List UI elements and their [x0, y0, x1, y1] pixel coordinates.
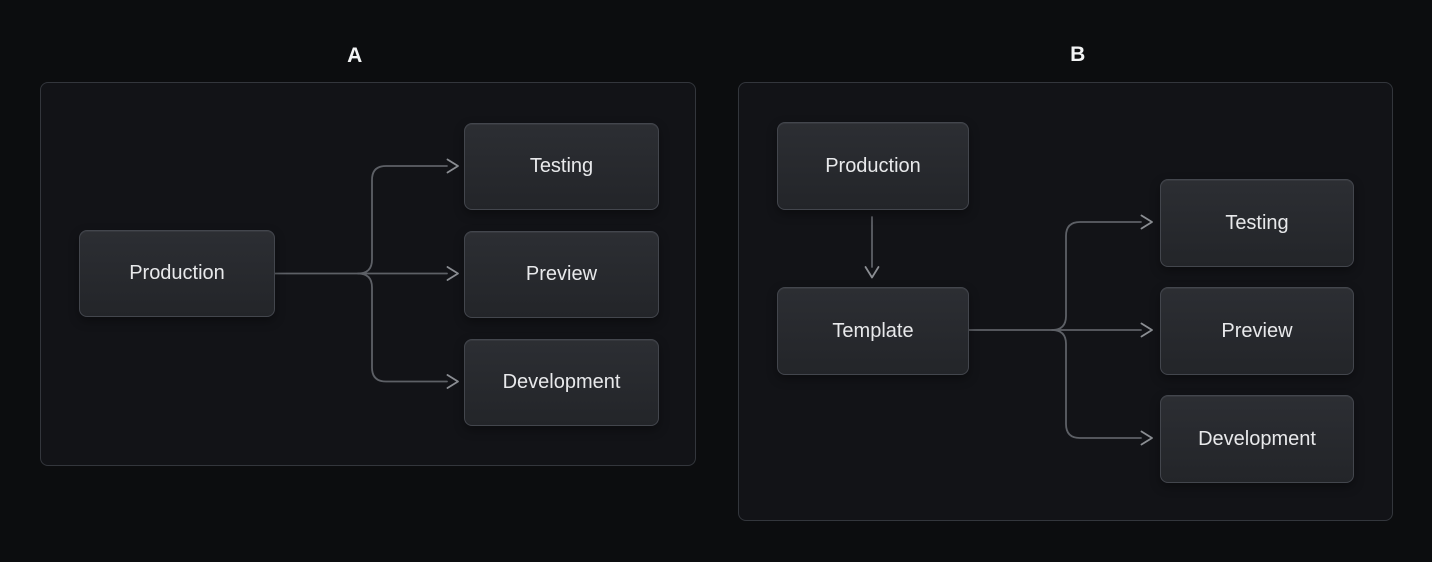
panel-b-title: B — [1070, 43, 1086, 66]
node-testing-a: Testing — [464, 123, 659, 210]
node-preview-a: Preview — [464, 231, 659, 318]
node-preview-b: Preview — [1160, 287, 1354, 375]
node-production-b: Production — [777, 122, 969, 210]
node-production-a: Production — [79, 230, 275, 317]
panel-a-title: A — [347, 44, 363, 67]
node-template-b: Template — [777, 287, 969, 375]
node-development-b: Development — [1160, 395, 1354, 483]
node-testing-b: Testing — [1160, 179, 1354, 267]
node-development-a: Development — [464, 339, 659, 426]
